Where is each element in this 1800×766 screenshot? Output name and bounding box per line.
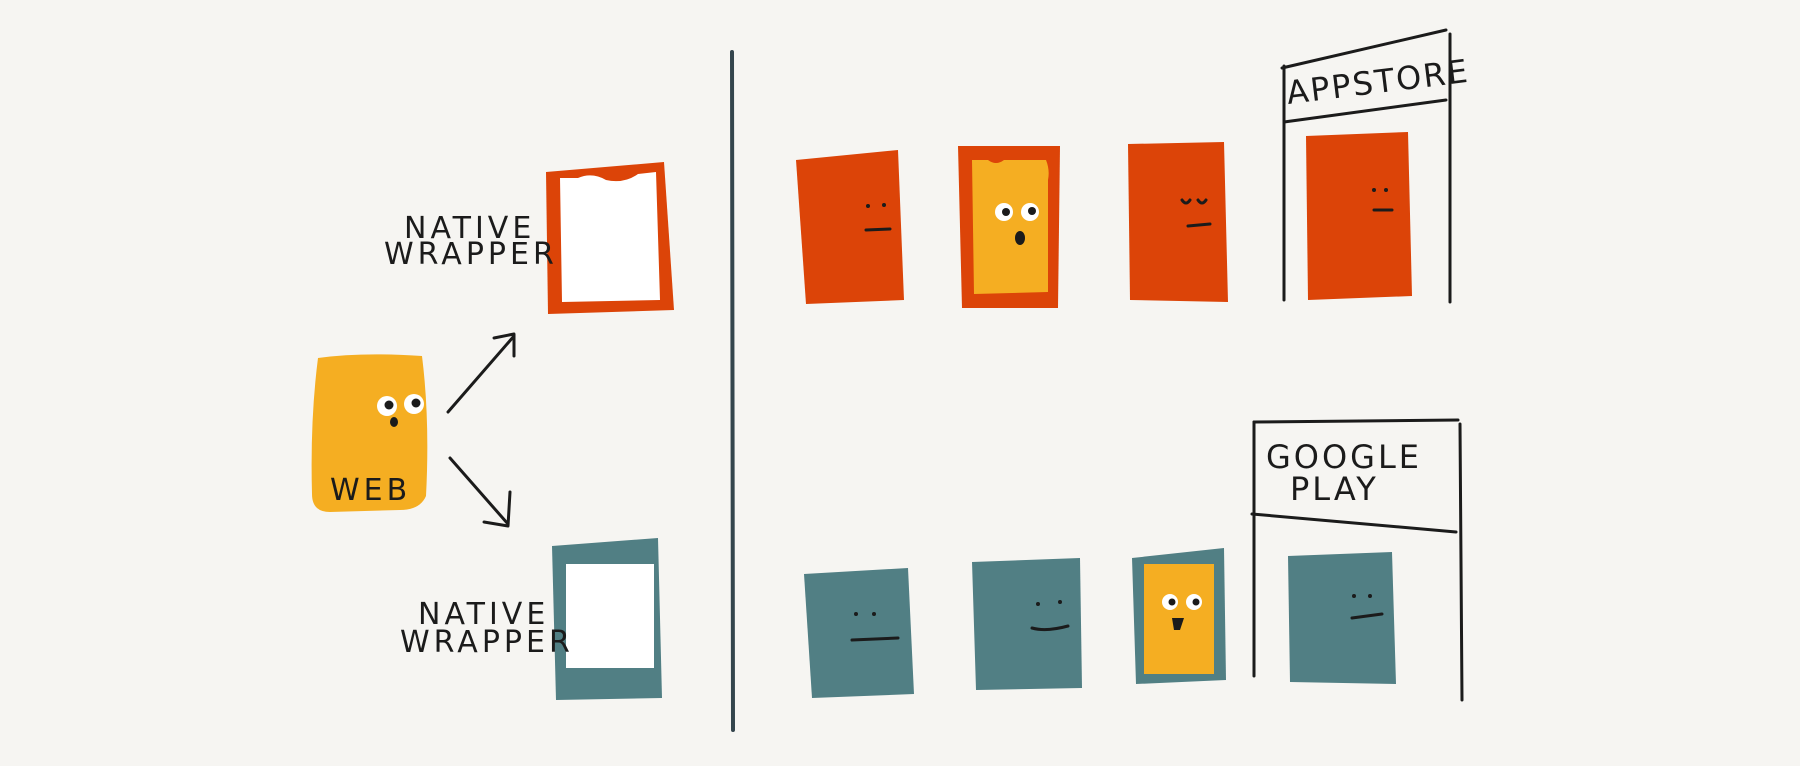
- ios-web-app: [958, 146, 1060, 308]
- native-wrapper-label-bottom: NATIVE WRAPPER: [400, 597, 574, 660]
- web-label: WEB: [330, 473, 411, 508]
- native-wrapper-ios: [546, 162, 674, 314]
- ios-app-3: [1128, 142, 1228, 302]
- native-wrapper-android: [552, 538, 662, 700]
- web-eyes: [377, 394, 424, 416]
- native-wrapper-label-top: NATIVE WRAPPER: [384, 211, 558, 272]
- arrow-to-android-wrapper: [448, 456, 512, 528]
- web-app-character: WEB: [311, 354, 428, 512]
- android-web-app: [1132, 548, 1226, 684]
- google-play-label-line1: GOOGLE: [1266, 438, 1422, 476]
- app-store-booth: APPSTORE: [1280, 28, 1472, 304]
- android-app-1: [804, 568, 914, 698]
- native-wrapper-bottom-line2: WRAPPER: [400, 625, 574, 660]
- google-play-label-line2: PLAY: [1290, 470, 1379, 508]
- ios-app-1: [796, 150, 904, 304]
- native-wrapper-top-line2: WRAPPER: [384, 237, 558, 272]
- native-wrapper-bottom-line1: NATIVE: [418, 597, 549, 632]
- arrow-to-ios-wrapper: [446, 332, 516, 414]
- android-app-2: [972, 558, 1082, 690]
- web-mouth: [390, 417, 398, 427]
- vertical-divider: [730, 50, 735, 732]
- native-wrapper-top-line1: NATIVE: [404, 211, 535, 246]
- google-play-booth: GOOGLE PLAY: [1250, 418, 1464, 702]
